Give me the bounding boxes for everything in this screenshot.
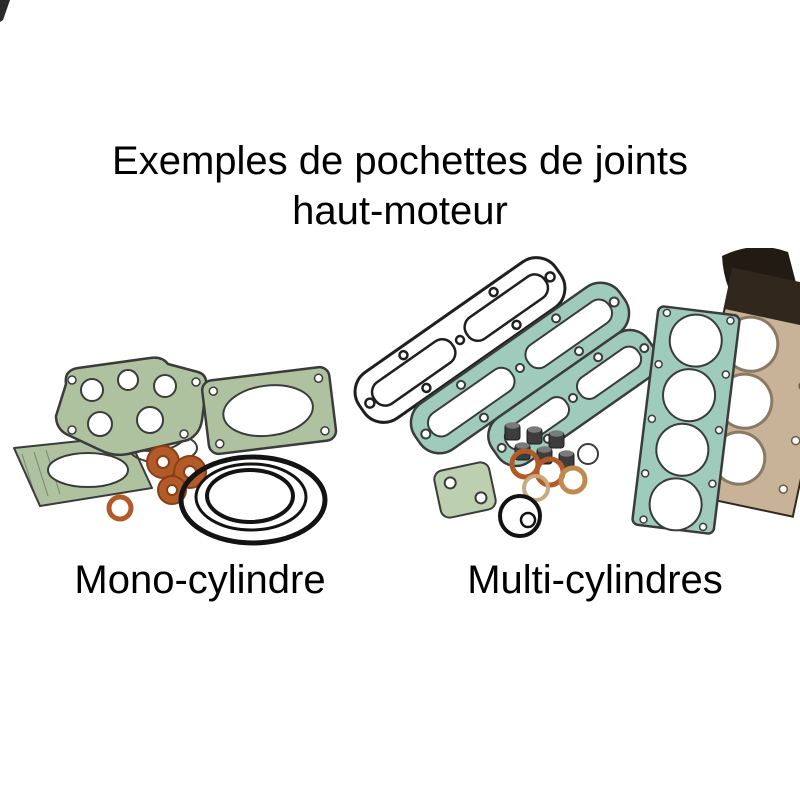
bolt-hole (364, 397, 376, 409)
thin-ring (577, 443, 599, 465)
gasket-window (575, 345, 643, 400)
washer-hole (156, 455, 170, 469)
bolt-hole (179, 429, 189, 439)
bolt-hole (67, 375, 77, 385)
corner-mark (0, 0, 10, 22)
brass-ring (558, 465, 588, 495)
bolt-hole (421, 382, 432, 394)
bolt-hole (639, 515, 648, 524)
bolt-hole (320, 426, 330, 436)
gasket-window (524, 298, 614, 370)
gasket-window (426, 366, 516, 438)
bore-hole (648, 477, 703, 532)
bolt-hole (496, 442, 507, 453)
gasket-hole (153, 374, 177, 398)
bolt-hole (456, 379, 467, 390)
o-ring-medium (194, 462, 308, 532)
corner-mark-shape (0, 0, 10, 22)
bolt-hole (608, 296, 620, 308)
bolt-hole (551, 313, 562, 324)
valve-seal (548, 430, 565, 449)
caption-multi-cylindres: Multi-cylindres (467, 558, 723, 602)
valve-cover-gasket-teal-a (409, 281, 631, 455)
bolt-hole (708, 479, 717, 488)
gasket-hole (117, 369, 139, 391)
seal-top (527, 426, 542, 433)
bolt-hole (714, 425, 724, 435)
bolt-hole (454, 334, 466, 346)
seal-top (559, 450, 574, 457)
title-line-2: haut-moteur (292, 189, 508, 233)
small-green-gasket (433, 461, 497, 519)
bolt-hole (191, 377, 201, 387)
bolt-hole (593, 352, 604, 363)
cover-gasket (200, 365, 338, 456)
bolt-hole (647, 414, 657, 424)
bolt-hole (398, 349, 409, 361)
valve-seal (504, 422, 521, 441)
bolt-hole (208, 386, 219, 396)
bolt-hole (726, 316, 735, 325)
page-title: Exemples de pochettes de joints haut-mot… (0, 136, 800, 236)
bolt-hole (478, 412, 489, 423)
cylinder-base-gasket (54, 356, 208, 457)
gasket-hole (136, 406, 164, 434)
copper-ring (106, 494, 134, 522)
gasket-window (370, 337, 457, 407)
mono-cylinder-illustration (13, 356, 338, 546)
bolt-hole (67, 425, 77, 435)
paper-gasket-dark-band (723, 267, 800, 333)
bolt-hole (420, 428, 432, 440)
o-rings (178, 454, 328, 546)
bolt-hole (698, 522, 708, 532)
bolt-hole (721, 370, 731, 379)
bolt-hole (544, 271, 556, 283)
fiber-ring (522, 474, 550, 502)
small-gasket-body (433, 461, 497, 519)
title-line-1: Exemples de pochettes de joints (112, 139, 688, 183)
bore-hole (668, 313, 723, 368)
bore-hole (662, 368, 717, 423)
bolt-hole (790, 435, 800, 446)
bore-hole (655, 422, 710, 477)
gasket-window (463, 273, 550, 343)
bolt-hole (488, 286, 499, 298)
sealing-rings (509, 443, 599, 502)
valve-seal (526, 426, 543, 445)
bolt-hole (568, 393, 578, 403)
bolt-hole (474, 491, 488, 505)
bolt-hole (778, 484, 789, 494)
exhaust-port-hole (47, 452, 129, 488)
o-ring-small (519, 511, 537, 529)
bolt-hole (639, 343, 650, 354)
seal-top (537, 446, 552, 453)
o-ring-small (205, 468, 295, 524)
bolt-hole (515, 363, 525, 373)
cover-gasket-window (222, 384, 314, 438)
valve-stem-seals (504, 422, 575, 469)
o-ring-large (178, 454, 328, 546)
valve-cover-gasket-outline (353, 256, 567, 424)
washer-hole (166, 484, 178, 496)
bolt-hole (443, 476, 457, 490)
seal-top (549, 430, 564, 437)
gasket-hole (80, 378, 104, 402)
bolt-hole (662, 308, 672, 318)
bolt-hole (654, 359, 663, 369)
bolt-hole (640, 469, 650, 478)
caption-mono-cylindre: Mono-cylindre (74, 558, 326, 602)
o-ring-pair (498, 494, 542, 538)
multi-cylinder-illustration (353, 248, 800, 538)
seal-top (515, 442, 530, 449)
gasket-window (503, 396, 571, 451)
cylinder-head-gasket (631, 305, 741, 535)
seal-top (505, 422, 520, 429)
bolt-hole (511, 319, 522, 331)
bolt-hole (573, 346, 584, 357)
bolt-hole (215, 439, 225, 449)
bolt-hole (798, 381, 800, 391)
gasket-hole (87, 411, 113, 437)
bolt-hole (313, 373, 324, 383)
